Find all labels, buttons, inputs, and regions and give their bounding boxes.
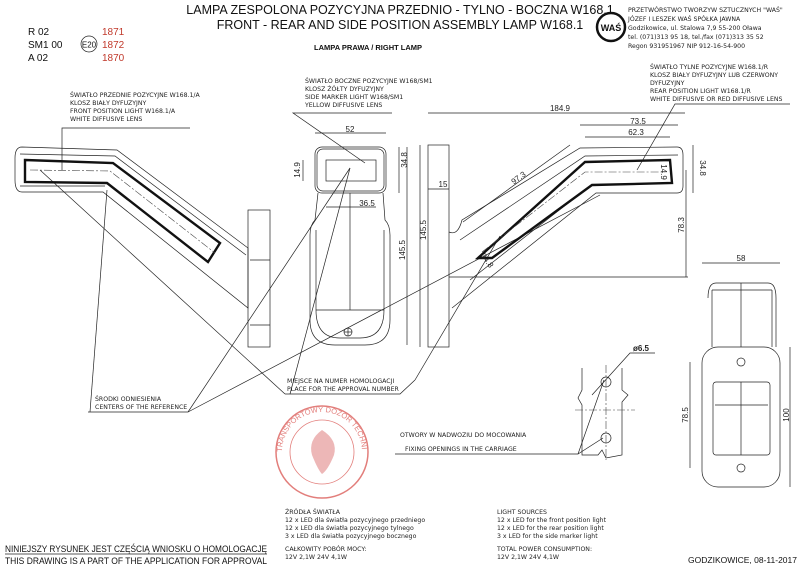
list-item: 3 x LED dla światła pozycyjnego bocznego [285, 532, 417, 540]
dim-hole-diameter: ø6.5 [633, 344, 650, 353]
callout-text: ŚRODKI ODNIESIENIA [95, 394, 162, 403]
callout-front: ŚWIATŁO PRZEDNIE POZYCYJNE W168.1/A KLOS… [61, 90, 201, 170]
dim-34-8-rear: 34.8 [698, 160, 707, 176]
subtitle: LAMPA PRAWA / RIGHT LAMP [314, 43, 422, 52]
code-r: R 02 [28, 27, 50, 38]
callout-text: ŚWIATŁO TYLNE POZYCYJNE W168.1/R [650, 62, 769, 71]
e-mark-circle [80, 35, 98, 53]
callout-approval-place: MIEJSCE NA NUMER HOMOLOGACJI PLACE FOR T… [39, 167, 501, 395]
callout-text: ŚWIATŁO BOCZNE POZYCYJNE W168/SM1 [305, 76, 433, 85]
callout-text: DYFUZYJNY [650, 80, 685, 87]
callout-text: SIDE MARKER LIGHT W168/SM1 [305, 94, 403, 101]
power-value: 12V 2,1W 24V 4,1W [285, 554, 347, 561]
approval-number-sm: 1872 [102, 40, 125, 51]
dim-58: 58 [737, 254, 746, 263]
callout-text: WHITE DIFFUSIVE LENS [70, 116, 142, 123]
callout-text: PLACE FOR THE APPROVAL NUMBER [287, 386, 400, 393]
code-a: A 02 [28, 53, 48, 64]
callout-text: FRONT POSITION LIGHT W168.1/A [70, 108, 176, 115]
dim-36-5: 36.5 [359, 199, 375, 208]
company-line: PRZETWÓRSTWO TWORZYW SZTUCZNYCH "WAŚ" [628, 5, 783, 14]
callout-text: KLOSZ ŻÓŁTY DYFUZYJNY [305, 84, 384, 93]
callout-reference: ŚRODKI ODNIESIENIA CENTERS OF THE REFERE… [88, 167, 601, 413]
title-line2: FRONT - REAR AND SIDE POSITION ASSEMBLY … [217, 18, 584, 32]
approval-codes: R 02 SM1 00 A 02 E20 1871 1872 1870 [28, 27, 125, 64]
lamp-back-view: 58 78.5 100 [681, 254, 791, 488]
light-sources-en: LIGHT SOURCES 12 x LED for the front pos… [496, 509, 607, 561]
title-line1: LAMPA ZESPOLONA POZYCYJNA PRZEDNIO - TYL… [186, 3, 613, 17]
list-item: 12 x LED for the front position light [497, 517, 607, 524]
dim-100: 100 [782, 408, 791, 422]
code-sm: SM1 00 [28, 40, 63, 51]
callout-text: KLOSZ BIAŁY DYFUZYJNY LUB CZERWONY [650, 72, 778, 79]
approval-number-a: 1870 [102, 53, 125, 64]
list-item: 3 x LED for the side marker light [497, 533, 598, 540]
dim-34-8: 34.8 [400, 152, 409, 168]
callout-text: FIXING OPENINGS IN THE CARRIAGE [405, 446, 517, 453]
callout-fixing: OTWORY W NADWOZIU DO MOCOWANIA FIXING OP… [395, 379, 605, 455]
callout-text: MIEJSCE NA NUMER HOMOLOGACJI [287, 378, 394, 385]
dim-14-9-rear: 14.9 [659, 164, 668, 180]
list-item: 12 x LED dla światła pozycyjnego przedni… [285, 516, 425, 524]
dim-78-5: 78.5 [681, 407, 690, 423]
company-logo [595, 11, 627, 43]
company-logo-text: WAŚ [601, 22, 622, 33]
approval-stamp: TRANSPORTOWY DOZÓR TECHNICZNY [0, 0, 369, 499]
heading: CAŁKOWITY POBÓR MOCY: [285, 544, 366, 553]
dim-184-9: 184.9 [550, 104, 571, 113]
lamp-side-view: 52 14.9 34.8 36.5 145.5 [293, 125, 409, 346]
callout-text: REAR POSITION LIGHT W168.1/R [650, 88, 752, 95]
dim-52: 52 [346, 125, 355, 134]
company-line: Regon 931951967 NIP 912-16-54-900 [628, 43, 745, 50]
list-item: 12 x LED dla światła pozycyjnego tylnego [285, 524, 414, 532]
callout-text: YELLOW DIFFUSIVE LENS [304, 102, 382, 109]
dim-14-9: 14.9 [293, 162, 302, 178]
callout-text: OTWORY W NADWOZIU DO MOCOWANIA [400, 432, 527, 439]
dim-97-3: 97.3 [510, 169, 528, 186]
heading: LIGHT SOURCES [497, 509, 547, 516]
callout-rear: ŚWIATŁO TYLNE POZYCYJNE W168.1/R KLOSZ B… [636, 62, 790, 171]
power-value: 12V 2,1W 24V 4,1W [497, 554, 559, 561]
list-item: 12 x LED for the rear position light [497, 525, 604, 532]
callout-text: CENTERS OF THE REFERENCE [95, 404, 187, 411]
lamp-rear-view: 184.9 73.5 62.3 97.3 15 145.5 34.8 14.9 … [419, 104, 707, 348]
dim-145-5-rear: 145.5 [419, 219, 428, 240]
callout-text: WHITE DIFFUSIVE OR RED DIFFUSIVE LENS [650, 96, 783, 103]
dim-15: 15 [439, 180, 448, 189]
callout-text: ŚWIATŁO PRZEDNIE POZYCYJNE W168.1/A [70, 90, 201, 99]
e-mark: E20 [82, 41, 97, 50]
place-date: GODZIKOWICE, 08-11-2017 [688, 555, 797, 565]
dim-78-3: 78.3 [677, 217, 686, 233]
heading: ŹRÓDŁA ŚWIATŁA [285, 507, 341, 516]
fixing-openings: ø6.5 [575, 344, 655, 460]
footer-note-pl: NINIEJSZY RYSUNEK JEST CZĘŚCIĄ WNIOSKU O… [5, 543, 267, 555]
footer-note-en: THIS DRAWING IS A PART OF THE APPLICATIO… [5, 556, 267, 567]
company-block: WAŚ PRZETWÓRSTWO TWORZYW SZTUCZNYCH "WAŚ… [595, 5, 783, 50]
lamp-front-view [14, 146, 271, 348]
company-line: tel. (071)313 95 18, tel./fax (071)313 3… [628, 34, 764, 41]
company-line: Godzikowice, ul. Stalowa 7,9 55-200 Oław… [628, 25, 762, 32]
approval-number-r: 1871 [102, 27, 125, 38]
dim-145-5: 145.5 [398, 239, 407, 260]
callout-text: KLOSZ BIAŁY DYFUZYJNY [70, 100, 146, 107]
callout-side: ŚWIATŁO BOCZNE POZYCYJNE W168/SM1 KLOSZ … [291, 76, 433, 164]
dim-73-5: 73.5 [630, 117, 646, 126]
company-line: JÓZEF I LESZEK WAŚ SPÓŁKA JAWNA [627, 14, 741, 23]
light-sources-pl: ŹRÓDŁA ŚWIATŁA 12 x LED dla światła pozy… [285, 507, 425, 561]
heading: TOTAL POWER CONSUMPTION: [496, 546, 592, 553]
dim-62-3: 62.3 [628, 128, 644, 137]
